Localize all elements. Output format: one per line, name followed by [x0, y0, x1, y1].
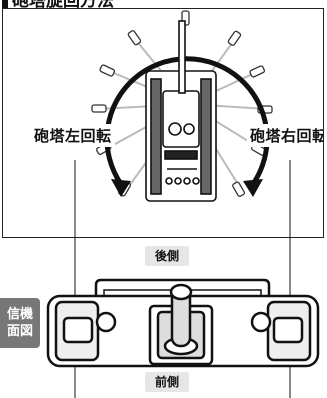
side-view-tab: 信機 面図: [0, 298, 40, 348]
tank-rotation-diagram: [91, 10, 273, 202]
turret-right-label: 砲塔右回転: [247, 124, 323, 147]
controller-body: [46, 278, 320, 368]
back-side-label: 後側: [145, 246, 190, 266]
left-arrowhead: [111, 179, 131, 197]
turret-left-label: 砲塔左回転: [31, 124, 115, 147]
right-arrowhead: [243, 179, 263, 197]
front-side-label: 前側: [145, 372, 190, 392]
tank-body: [145, 20, 217, 202]
title-marker: [2, 0, 8, 9]
turret-rotation-panel: 砲塔左回転 砲塔右回転: [2, 8, 324, 238]
section-title: 砲塔旋回方法: [0, 0, 114, 11]
section-title-text: 砲塔旋回方法: [12, 0, 114, 11]
